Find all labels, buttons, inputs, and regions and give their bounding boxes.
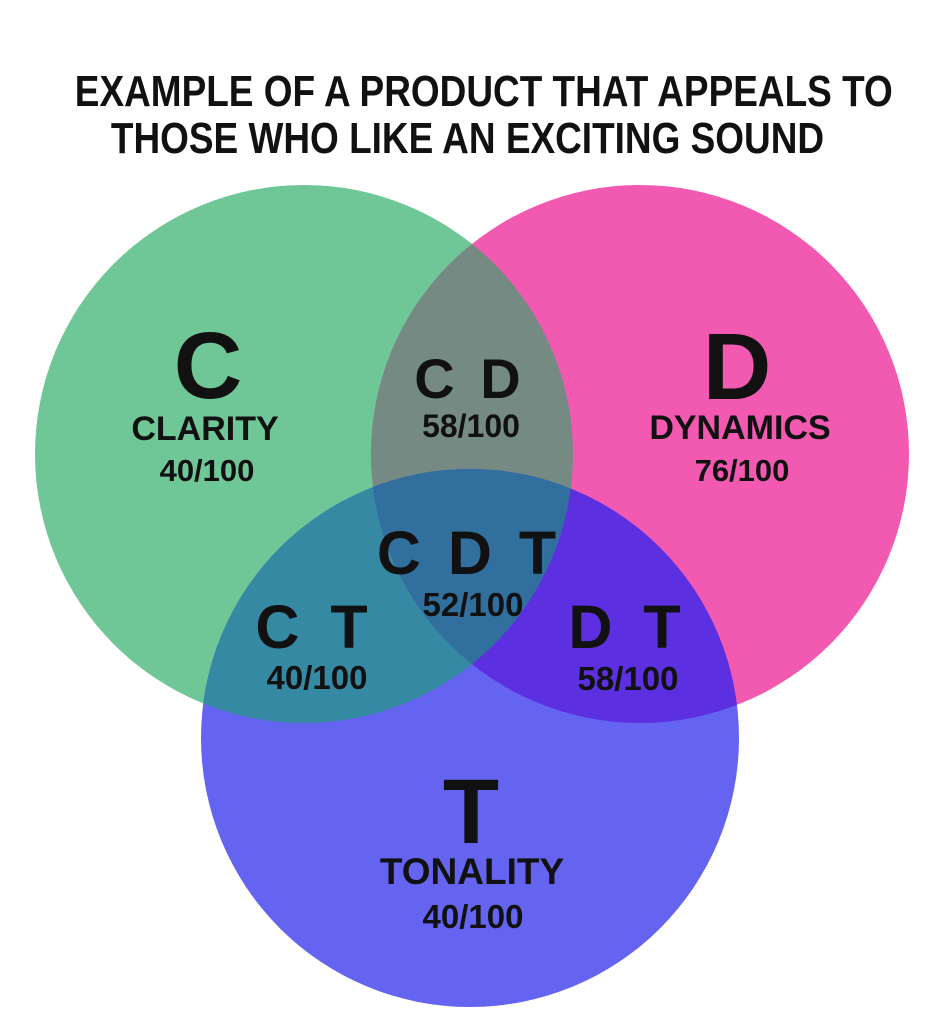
dynamics-letter-label: D	[703, 314, 772, 420]
clarity-score-label: 40/100	[160, 453, 255, 488]
clarity-letter-label: C	[174, 313, 243, 419]
region-clarity-tonality	[201, 469, 573, 723]
cd-score-label: 58/100	[422, 408, 520, 444]
title-line-1: EXAMPLE OF A PRODUCT THAT APPEALS TO	[74, 67, 893, 116]
dt-score-label: 58/100	[578, 660, 679, 697]
clarity-name-label: CLARITY	[131, 410, 279, 448]
ct-letter-label: C T	[255, 593, 374, 661]
diagram-title: EXAMPLE OF A PRODUCT THAT APPEALS TO THO…	[74, 67, 893, 163]
title-line-2: THOSE WHO LIKE AN EXCITING SOUND	[110, 114, 825, 163]
dt-letter-label: D T	[568, 593, 687, 661]
tonality-letter-label: T	[443, 761, 499, 863]
dynamics-score-label: 76/100	[695, 453, 790, 488]
cdt-score-label: 52/100	[423, 586, 524, 623]
ct-score-label: 40/100	[267, 659, 368, 696]
tonality-name-label: TONALITY	[380, 851, 565, 892]
tonality-score-label: 40/100	[423, 898, 524, 935]
region-dynamics-tonality	[371, 469, 739, 723]
dynamics-name-label: DYNAMICS	[649, 409, 830, 447]
cdt-letter-label: C D T	[377, 519, 561, 587]
cd-letter-label: C D	[414, 347, 525, 410]
